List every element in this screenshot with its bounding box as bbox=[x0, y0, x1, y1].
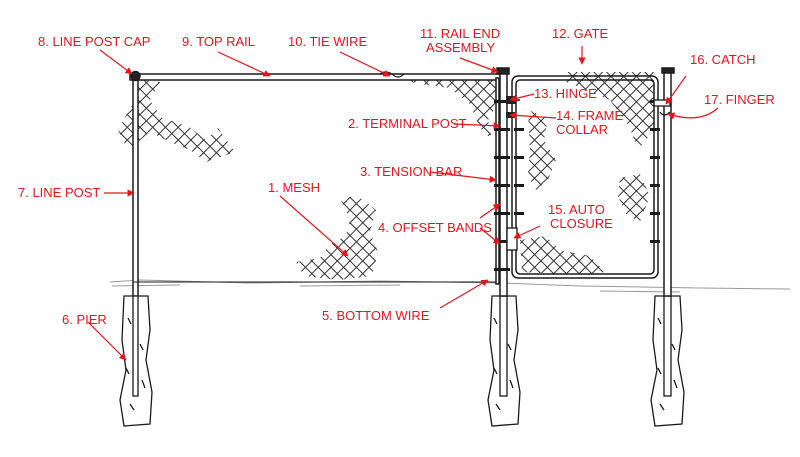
label-terminal-post: 2. TERMINAL POST bbox=[348, 116, 467, 131]
label-tie-wire: 10. TIE WIRE bbox=[288, 34, 368, 49]
latch-post bbox=[661, 67, 675, 297]
label-finger: 17. FINGER bbox=[704, 92, 775, 107]
pier-left bbox=[119, 295, 153, 427]
label-tension-bar: 3. TENSION BAR bbox=[360, 164, 462, 179]
offset-bands bbox=[494, 100, 510, 271]
label-auto-closure-line1: 15. AUTO bbox=[548, 202, 605, 217]
auto-closure bbox=[506, 227, 518, 251]
label-catch: 16. CATCH bbox=[690, 52, 756, 67]
labels: 1. MESH 2. TERMINAL POST 3. TENSION BAR … bbox=[18, 26, 775, 327]
leader-lines bbox=[87, 46, 719, 361]
top-rail bbox=[129, 73, 501, 81]
label-frame-collar-line2: COLLAR bbox=[556, 122, 608, 137]
label-mesh: 1. MESH bbox=[268, 180, 320, 195]
label-rail-end-line1: 11. RAIL END bbox=[420, 26, 500, 41]
label-line-post: 7. LINE POST bbox=[18, 185, 100, 200]
label-hinge: 13. HINGE bbox=[534, 86, 597, 101]
pier-middle bbox=[487, 295, 521, 427]
gate-frame bbox=[511, 75, 659, 279]
label-bottom-wire: 5. BOTTOM WIRE bbox=[322, 308, 430, 323]
label-pier: 6. PIER bbox=[62, 312, 107, 327]
mesh-fabric bbox=[118, 72, 654, 280]
terminal-post bbox=[495, 67, 510, 297]
label-frame-collar-line1: 14. FRAME bbox=[556, 108, 624, 123]
label-auto-closure-line2: CLOSURE bbox=[550, 216, 613, 231]
label-offset-bands: 4. OFFSET BANDS bbox=[378, 220, 492, 235]
label-line-post-cap: 8. LINE POST CAP bbox=[38, 34, 150, 49]
pier-right bbox=[650, 295, 685, 427]
label-gate: 12. GATE bbox=[552, 26, 608, 41]
label-top-rail: 9. TOP RAIL bbox=[182, 34, 255, 49]
label-rail-end-line2: ASSEMBLY bbox=[426, 40, 495, 55]
